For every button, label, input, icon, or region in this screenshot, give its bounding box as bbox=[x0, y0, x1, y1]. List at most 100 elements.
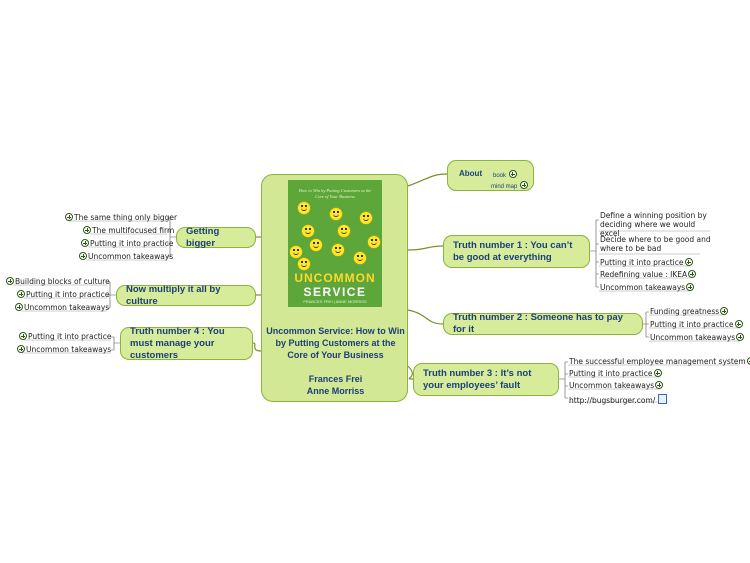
cover-blurb: How to Win by Putting Customers at the C… bbox=[298, 188, 372, 199]
leaf-label: The multifocused firm bbox=[92, 226, 175, 235]
leaf-item[interactable]: Putting it into practice bbox=[16, 290, 110, 299]
about-item-mind-map-label: mind map bbox=[491, 184, 518, 190]
leaf-item[interactable]: The successful employee management syste… bbox=[569, 357, 750, 366]
branch-truth-1[interactable]: Truth number 1 : You can’t be good at ev… bbox=[443, 235, 590, 268]
hyperlink-label[interactable]: http://bugsburger.com/ bbox=[569, 396, 656, 405]
about-item-book[interactable]: book bbox=[493, 170, 518, 182]
leaf-item[interactable]: Redefining value : IKEA bbox=[600, 270, 697, 279]
branch-label: Getting bigger bbox=[186, 225, 220, 249]
plus-circle-icon[interactable] bbox=[6, 277, 14, 285]
plus-circle-icon[interactable] bbox=[17, 290, 25, 298]
branch-label: Truth number 4 : You must manage your cu… bbox=[130, 325, 225, 361]
leaf-label: Uncommon takeaways bbox=[569, 381, 655, 390]
plus-circle-icon[interactable] bbox=[720, 307, 729, 315]
cover-title-line2: SERVICE bbox=[303, 285, 367, 299]
leaf-item[interactable]: Decide where to be good and where to be … bbox=[600, 235, 712, 253]
leaf-label: Building blocks of culture bbox=[15, 277, 110, 286]
leaf-item[interactable]: The multifocused firm bbox=[82, 226, 174, 235]
central-topic-title: Uncommon Service: How to Win by Putting … bbox=[266, 326, 405, 360]
plus-circle-icon[interactable] bbox=[734, 320, 743, 328]
smiley-face-icon bbox=[290, 246, 302, 258]
leaf-item[interactable]: The same thing only bigger bbox=[64, 213, 177, 222]
plus-circle-icon[interactable] bbox=[19, 332, 27, 340]
leaf-item[interactable]: Uncommon takeaways bbox=[569, 381, 664, 390]
leaf-label: Uncommon takeaways bbox=[88, 252, 174, 261]
author-anne-morriss: Anne Morriss bbox=[306, 386, 365, 396]
branch-truth-3[interactable]: Truth number 3 : It’s not your employees… bbox=[413, 363, 559, 396]
smiley-face-icon bbox=[360, 212, 372, 224]
author-frances-frei: Frances Frei bbox=[308, 374, 363, 384]
leaf-item[interactable]: Putting it into practice bbox=[650, 320, 744, 329]
leaf-item[interactable]: Funding greatness bbox=[650, 307, 729, 316]
plus-circle-icon[interactable] bbox=[520, 181, 529, 189]
leaf-label: The successful employee management syste… bbox=[569, 357, 746, 366]
cover-title-line1: UNCOMMON bbox=[294, 271, 376, 285]
branch-label: Truth number 3 : It’s not your employees… bbox=[423, 367, 532, 391]
leaf-label: Funding greatness bbox=[650, 307, 720, 316]
leaf-label: Redefining value : IKEA bbox=[600, 270, 688, 279]
leaf-item[interactable]: Building blocks of culture bbox=[5, 277, 110, 286]
plus-circle-icon[interactable] bbox=[686, 283, 695, 291]
about-item-mind-map[interactable]: mind map bbox=[491, 181, 529, 193]
leaf-label: Uncommon takeaways bbox=[650, 333, 736, 342]
plus-circle-icon[interactable] bbox=[736, 333, 745, 341]
plus-circle-icon[interactable] bbox=[17, 345, 25, 353]
branch-truth-2[interactable]: Truth number 2 : Someone has to pay for … bbox=[443, 312, 643, 335]
leaf-label: Putting it into practice bbox=[28, 332, 112, 341]
plus-circle-icon[interactable] bbox=[65, 213, 73, 221]
leaf-label: Putting it into practice bbox=[90, 239, 174, 248]
branch-label: Truth number 2 : Someone has to pay for … bbox=[453, 312, 623, 335]
leaf-item[interactable]: Putting it into practice bbox=[18, 332, 112, 341]
hyperlink-icon[interactable] bbox=[658, 394, 668, 404]
central-topic-authors: Frances Frei Anne Morriss bbox=[266, 373, 405, 397]
leaf-label: Define a winning position by deciding wh… bbox=[600, 211, 707, 238]
leaf-item[interactable]: Uncommon takeaways bbox=[16, 345, 111, 354]
leaf-item[interactable]: Define a winning position by deciding wh… bbox=[600, 211, 712, 238]
leaf-item[interactable]: Uncommon takeaways bbox=[78, 252, 173, 261]
about-label: About bbox=[459, 169, 483, 178]
plus-circle-icon[interactable] bbox=[83, 226, 91, 234]
branch-getting-bigger[interactable]: Getting bigger bbox=[176, 225, 256, 249]
branch-culture[interactable]: Now multiply it all by culture bbox=[116, 283, 256, 307]
plus-circle-icon[interactable] bbox=[688, 270, 697, 278]
leaf-item[interactable]: Putting it into practice bbox=[80, 239, 174, 248]
plus-circle-icon[interactable] bbox=[508, 170, 517, 178]
leaf-label: Uncommon takeaways bbox=[26, 345, 112, 354]
branch-label: Now multiply it all by culture bbox=[126, 283, 221, 307]
plus-circle-icon[interactable] bbox=[746, 357, 750, 365]
smiley-face-icon bbox=[298, 258, 310, 270]
cover-authors: FRANCES FREI | ANNE MORRISS bbox=[303, 299, 367, 304]
leaf-label: Uncommon takeaways bbox=[600, 283, 686, 292]
leaf-item[interactable]: Putting it into practice bbox=[600, 258, 694, 267]
leaf-label: The same thing only bigger bbox=[74, 213, 178, 222]
branch-label: Truth number 1 : You can’t be good at ev… bbox=[453, 239, 573, 263]
leaf-label: Uncommon takeaways bbox=[24, 303, 110, 312]
plus-circle-icon[interactable] bbox=[81, 239, 89, 247]
leaf-link-item[interactable]: http://bugsburger.com/ bbox=[569, 394, 668, 405]
smiley-face-icon bbox=[310, 239, 322, 251]
leaf-item[interactable]: Uncommon takeaways bbox=[600, 283, 695, 292]
smiley-face-icon bbox=[368, 236, 380, 248]
about-item-book-label: book bbox=[493, 173, 507, 179]
plus-circle-icon[interactable] bbox=[15, 303, 23, 311]
leaf-item[interactable]: Uncommon takeaways bbox=[14, 303, 109, 312]
smiley-face-icon bbox=[338, 225, 350, 237]
leaf-label: Putting it into practice bbox=[26, 290, 110, 299]
leaf-label: Putting it into practice bbox=[600, 258, 684, 267]
plus-circle-icon[interactable] bbox=[653, 369, 662, 377]
leaf-item[interactable]: Uncommon takeaways bbox=[650, 333, 745, 342]
branch-truth-4[interactable]: Truth number 4 : You must manage your cu… bbox=[120, 325, 253, 361]
smiley-face-icon bbox=[302, 225, 314, 237]
plus-circle-icon[interactable] bbox=[79, 252, 87, 260]
leaf-item[interactable]: Putting it into practice bbox=[569, 369, 663, 378]
smiley-face-icon bbox=[330, 208, 342, 220]
plus-circle-icon[interactable] bbox=[655, 381, 664, 389]
smiley-face-icon bbox=[298, 202, 310, 214]
about-node[interactable]: About book mind map bbox=[447, 160, 534, 191]
leaf-label: Putting it into practice bbox=[569, 369, 653, 378]
smiley-face-icon bbox=[354, 252, 366, 264]
plus-circle-icon[interactable] bbox=[684, 258, 693, 266]
leaf-label: Decide where to be good and where to be … bbox=[600, 235, 711, 253]
central-topic[interactable]: How to Win by Putting Customers at the C… bbox=[261, 174, 408, 402]
